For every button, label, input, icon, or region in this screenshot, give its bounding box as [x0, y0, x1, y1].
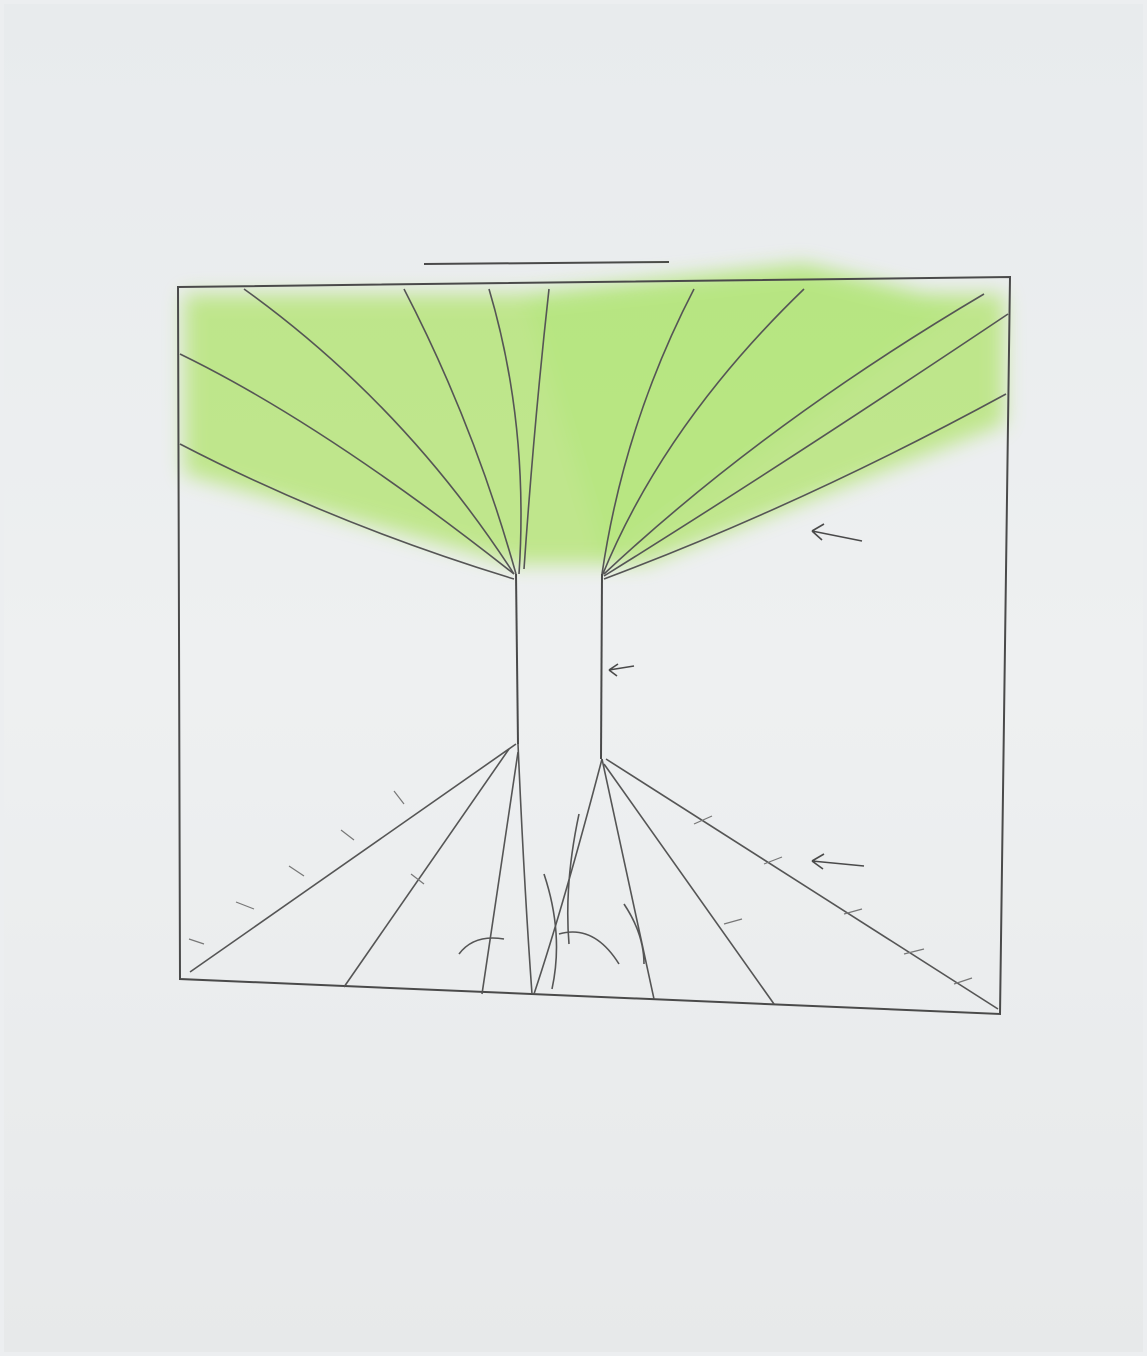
branch-lines	[179, 288, 1009, 580]
trunk-arrow	[608, 663, 635, 677]
title-underline	[423, 261, 670, 265]
canopy-highlight	[184, 264, 1004, 564]
diagram-frame	[176, 275, 1012, 1016]
tree-trunk	[515, 573, 603, 760]
problem-tree-diagram	[176, 261, 1012, 1016]
notebook-page	[4, 4, 1143, 1352]
root-hairs	[188, 790, 973, 985]
root-lines	[189, 743, 999, 1010]
leaf-arrow	[811, 523, 863, 542]
root-arrow	[811, 853, 865, 870]
